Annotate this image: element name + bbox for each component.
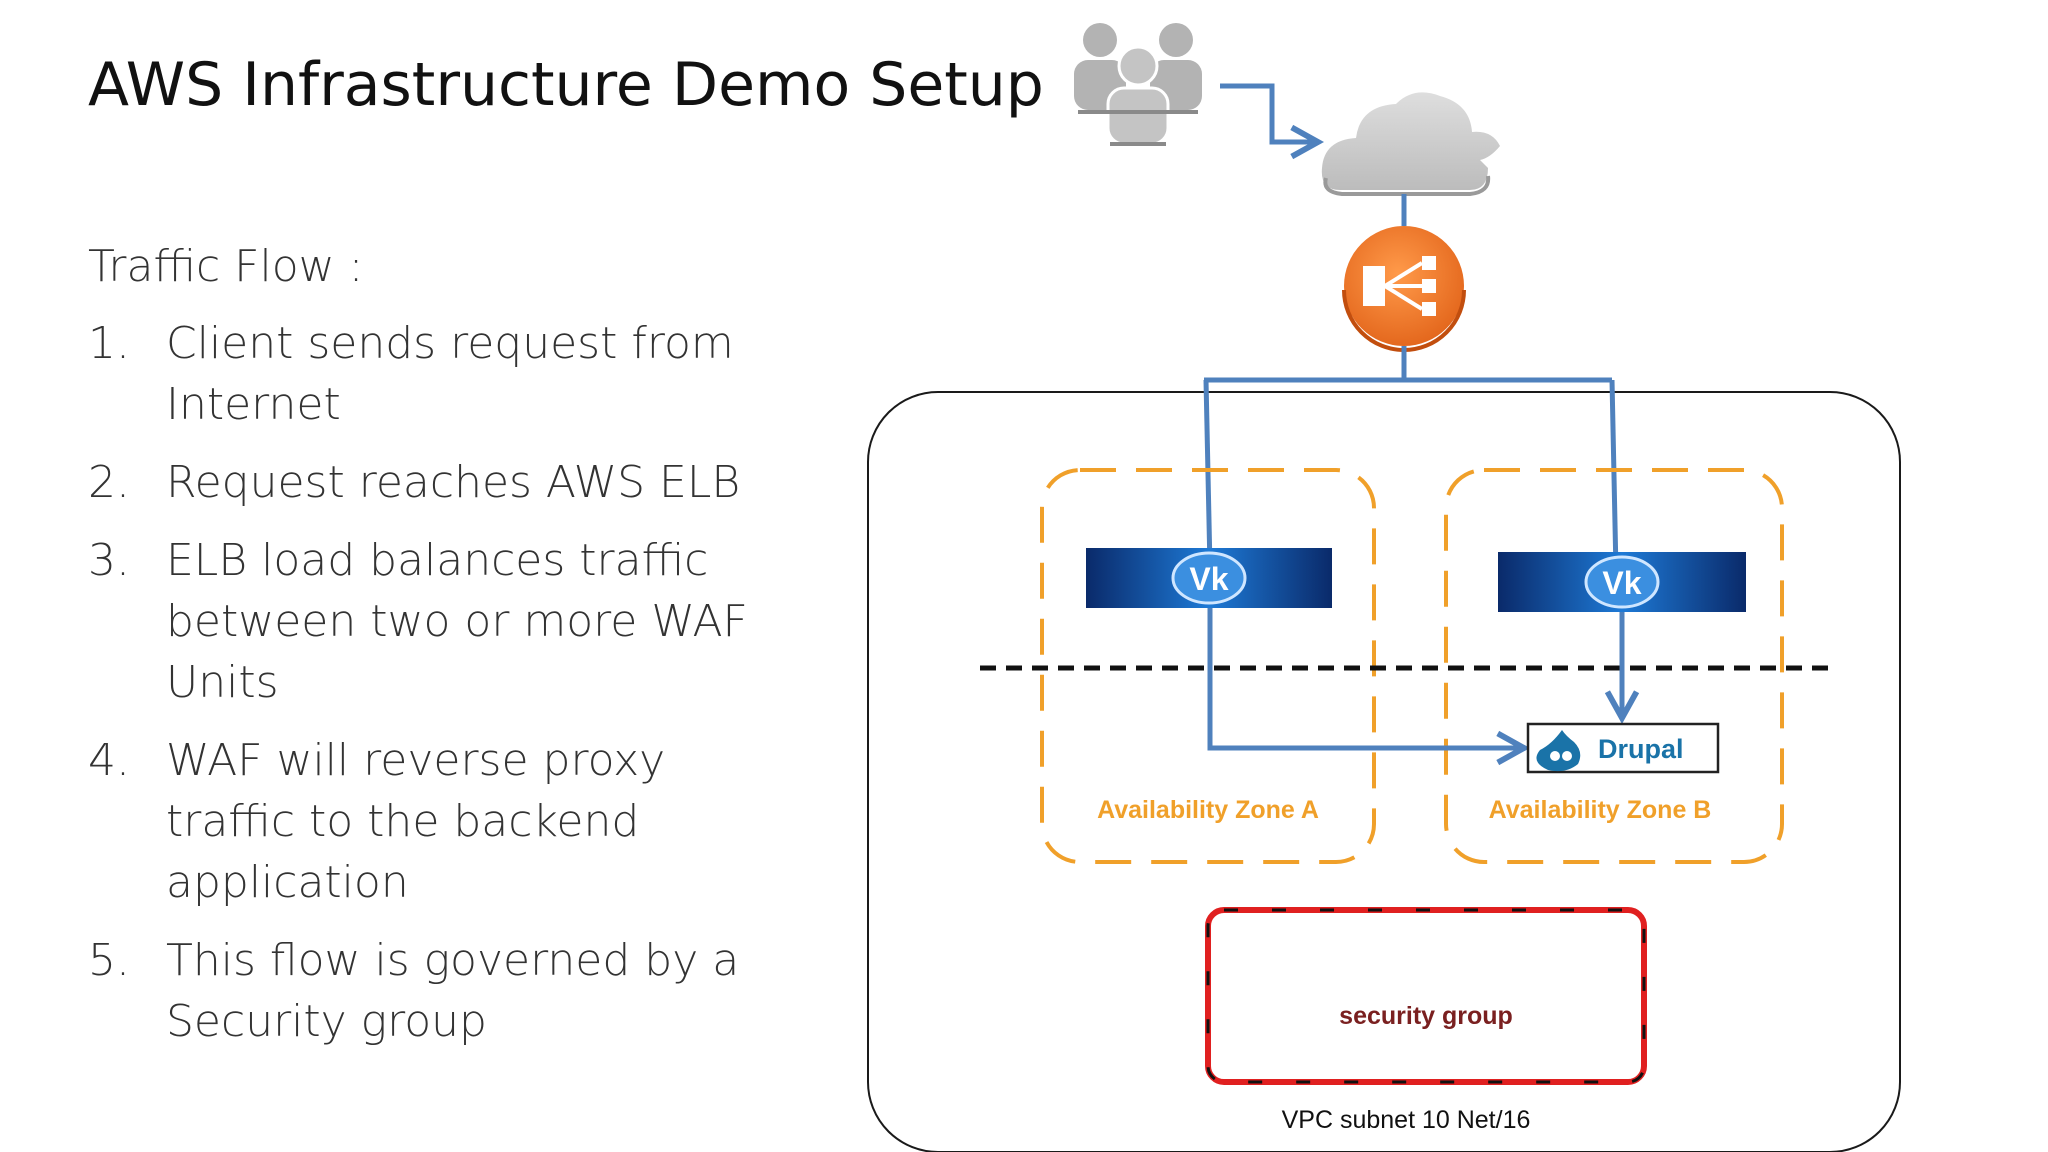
step-number: 4. [88, 735, 130, 786]
security-group-box [1205, 907, 1647, 1085]
elb-distribution-line [1204, 346, 1612, 383]
cloud-icon [1321, 92, 1500, 196]
vpc-subnet-label: VPC subnet 10 Net/16 [1282, 1106, 1531, 1134]
users-to-internet-arrow [1220, 83, 1318, 142]
step-text: Request reaches AWS ELB [166, 457, 741, 508]
availability-zone-a-label: Availability Zone A [1097, 796, 1319, 824]
availability-zone-b-label: Availability Zone B [1489, 796, 1712, 824]
flow-step: 1. Client sends request from Internet [88, 313, 788, 435]
step-text: WAF will reverse proxy traffic to the ba… [166, 735, 666, 908]
waf-logo-text: Vk [1602, 565, 1641, 601]
drupal-logo-icon: Drupal [1526, 722, 1720, 774]
waf-a-to-app-arrow [1207, 608, 1524, 748]
availability-zone-b-box [1444, 468, 1784, 864]
security-group-dash-overlay [1206, 908, 1646, 1084]
step-number: 5. [88, 935, 130, 986]
step-text: ELB load balances traffic between two or… [166, 535, 748, 708]
waf-logo-text: Vk [1189, 561, 1228, 597]
traffic-flow-heading: Traffic Flow : [88, 241, 364, 292]
step-text: This flow is governed by a Security grou… [166, 935, 740, 1047]
step-number: 3. [88, 535, 130, 586]
step-text: Client sends request from Internet [166, 318, 734, 430]
flow-step: 4. WAF will reverse proxy traffic to the… [88, 730, 788, 913]
elb-load-balancer-icon [1342, 226, 1466, 352]
users-group-icon [1074, 23, 1202, 146]
drupal-label: Drupal [1598, 734, 1684, 764]
slide-title: AWS Infrastructure Demo Setup [88, 50, 1044, 120]
elb-to-waf-b-line [1609, 379, 1619, 573]
traffic-flow-list: Traffic Flow : 1. Client sends request f… [88, 236, 788, 1069]
waf-logo-icon: Vk [1498, 552, 1746, 612]
flow-step: 3. ELB load balances traffic between two… [88, 530, 788, 713]
step-number: 1. [88, 318, 130, 369]
flow-step: 2. Request reaches AWS ELB [88, 452, 788, 513]
vpc-container [867, 391, 1901, 1152]
flow-step: 5. This flow is governed by a Security g… [88, 930, 788, 1052]
step-number: 2. [88, 457, 130, 508]
security-group-label: security group [1339, 1002, 1513, 1030]
waf-logo-icon: Vk [1086, 548, 1332, 608]
elb-to-waf-a-line [1203, 379, 1213, 569]
